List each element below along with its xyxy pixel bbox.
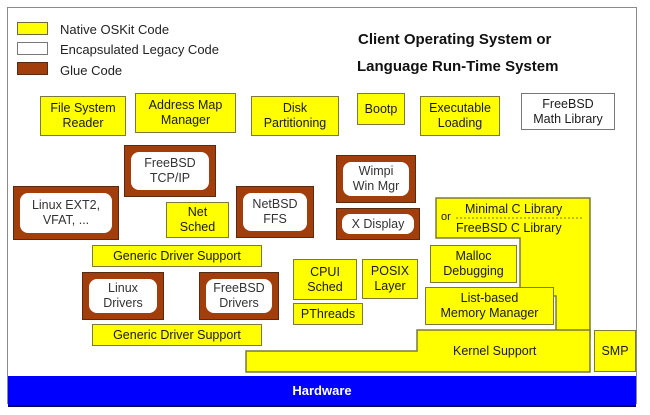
legend-label-legacy: Encapsulated Legacy Code <box>60 42 220 57</box>
generic-driver-support-top-box: Generic Driver Support <box>92 245 262 267</box>
linux-ext2-inner: Linux EXT2, VFAT, ... <box>20 193 112 233</box>
disk-partitioning-line1: Disk <box>282 101 308 115</box>
executable-loading-line2: Loading <box>437 116 483 130</box>
cpui-sched-line1: CPUI <box>310 264 340 279</box>
cpui-sched-box: CPUI Sched <box>293 259 357 300</box>
cpui-sched-line2: Sched <box>307 279 343 294</box>
disk-partitioning-box: Disk Partitioning <box>251 96 339 136</box>
address-map-manager-line2: Manager <box>160 113 211 127</box>
net-sched-box: Net Sched <box>166 202 229 238</box>
kernel-support-label: Kernel Support <box>453 344 537 358</box>
executable-loading-line1: Executable <box>429 101 491 115</box>
netbsd-ffs-box: NetBSD FFS <box>236 186 314 238</box>
freebsd-tcpip-line1: FreeBSD <box>144 156 196 170</box>
netbsd-ffs-line2: FFS <box>263 212 287 226</box>
freebsd-c-library-label: FreeBSD C Library <box>456 221 562 235</box>
freebsd-math-library-line1: FreeBSD <box>542 96 594 111</box>
title-line-1: Client Operating System or <box>358 31 552 48</box>
wimpi-win-mgr-line1: Wimpi <box>358 164 394 178</box>
wimpi-win-mgr-inner: Wimpi Win Mgr <box>343 162 409 196</box>
list-based-memory-manager-line1: List-based <box>460 291 519 305</box>
linux-ext2-box: Linux EXT2, VFAT, ... <box>13 186 119 240</box>
net-sched-line2: Sched <box>179 220 216 234</box>
legend-swatch-native <box>17 22 48 35</box>
x-display-box: X Display <box>336 208 420 240</box>
smp-label: SMP <box>601 343 629 358</box>
executable-loading-box: Executable Loading <box>420 96 500 136</box>
linux-drivers-inner: Linux Drivers <box>89 279 157 313</box>
file-system-reader-line2: Reader <box>62 116 104 130</box>
freebsd-drivers-line1: FreeBSD <box>213 281 265 295</box>
disk-partitioning-line2: Partitioning <box>263 116 327 130</box>
net-sched-line1: Net <box>187 205 208 219</box>
hardware-bar: Hardware <box>8 376 636 407</box>
malloc-debugging-box: Malloc Debugging <box>430 245 517 283</box>
netbsd-ffs-line1: NetBSD <box>252 197 298 211</box>
posix-layer-box: POSIX Layer <box>362 259 418 299</box>
freebsd-tcpip-inner: FreeBSD TCP/IP <box>131 152 209 190</box>
generic-driver-support-bottom-box: Generic Driver Support <box>92 324 262 346</box>
generic-driver-support-top-label: Generic Driver Support <box>113 248 241 263</box>
freebsd-drivers-line2: Drivers <box>219 296 259 310</box>
generic-driver-support-bottom-label: Generic Driver Support <box>113 327 241 342</box>
legend-label-native: Native OSKit Code <box>60 22 170 37</box>
list-based-memory-manager-line2: Memory Manager <box>440 306 539 320</box>
x-display-label: X Display <box>351 216 405 231</box>
freebsd-drivers-inner: FreeBSD Drivers <box>206 279 272 313</box>
list-based-memory-manager-box: List-based Memory Manager <box>425 287 554 325</box>
malloc-debugging-line2: Debugging <box>443 264 504 278</box>
netbsd-ffs-inner: NetBSD FFS <box>243 193 307 231</box>
title-line-2: Language Run-Time System <box>357 58 559 75</box>
wimpi-win-mgr-box: Wimpi Win Mgr <box>336 155 416 203</box>
linux-drivers-line2: Drivers <box>103 296 143 310</box>
linux-drivers-box: Linux Drivers <box>82 272 164 320</box>
c-library-or: or <box>441 211 451 223</box>
smp-box: SMP <box>594 330 636 372</box>
freebsd-tcpip-line2: TCP/IP <box>149 171 191 185</box>
freebsd-math-library-box: FreeBSD Math Library <box>521 93 615 130</box>
file-system-reader-box: File System Reader <box>40 96 126 136</box>
x-display-inner: X Display <box>342 214 414 234</box>
malloc-debugging-line1: Malloc <box>455 249 492 263</box>
address-map-manager-box: Address Map Manager <box>135 93 236 133</box>
freebsd-drivers-box: FreeBSD Drivers <box>199 272 279 320</box>
freebsd-tcpip-box: FreeBSD TCP/IP <box>124 145 216 197</box>
freebsd-math-library-line2: Math Library <box>533 111 603 126</box>
hardware-label: Hardware <box>292 383 352 398</box>
posix-layer-line2: Layer <box>374 279 406 293</box>
linux-ext2-line1: Linux EXT2, <box>31 198 101 212</box>
linux-ext2-line2: VFAT, ... <box>42 213 90 227</box>
address-map-manager-line1: Address Map <box>148 98 223 112</box>
pthreads-box: PThreads <box>293 303 363 325</box>
legend-swatch-legacy <box>17 42 48 55</box>
legend-swatch-glue <box>17 62 48 75</box>
pthreads-label: PThreads <box>300 306 356 321</box>
minimal-c-library-label: Minimal C Library <box>465 202 563 216</box>
bootp-box: Bootp <box>357 93 405 125</box>
bootp-label: Bootp <box>364 101 398 116</box>
file-system-reader-line1: File System <box>50 101 116 115</box>
linux-drivers-line1: Linux <box>108 281 138 295</box>
posix-layer-line1: POSIX <box>370 264 410 278</box>
legend-label-glue: Glue Code <box>60 63 123 78</box>
wimpi-win-mgr-line2: Win Mgr <box>352 179 400 193</box>
